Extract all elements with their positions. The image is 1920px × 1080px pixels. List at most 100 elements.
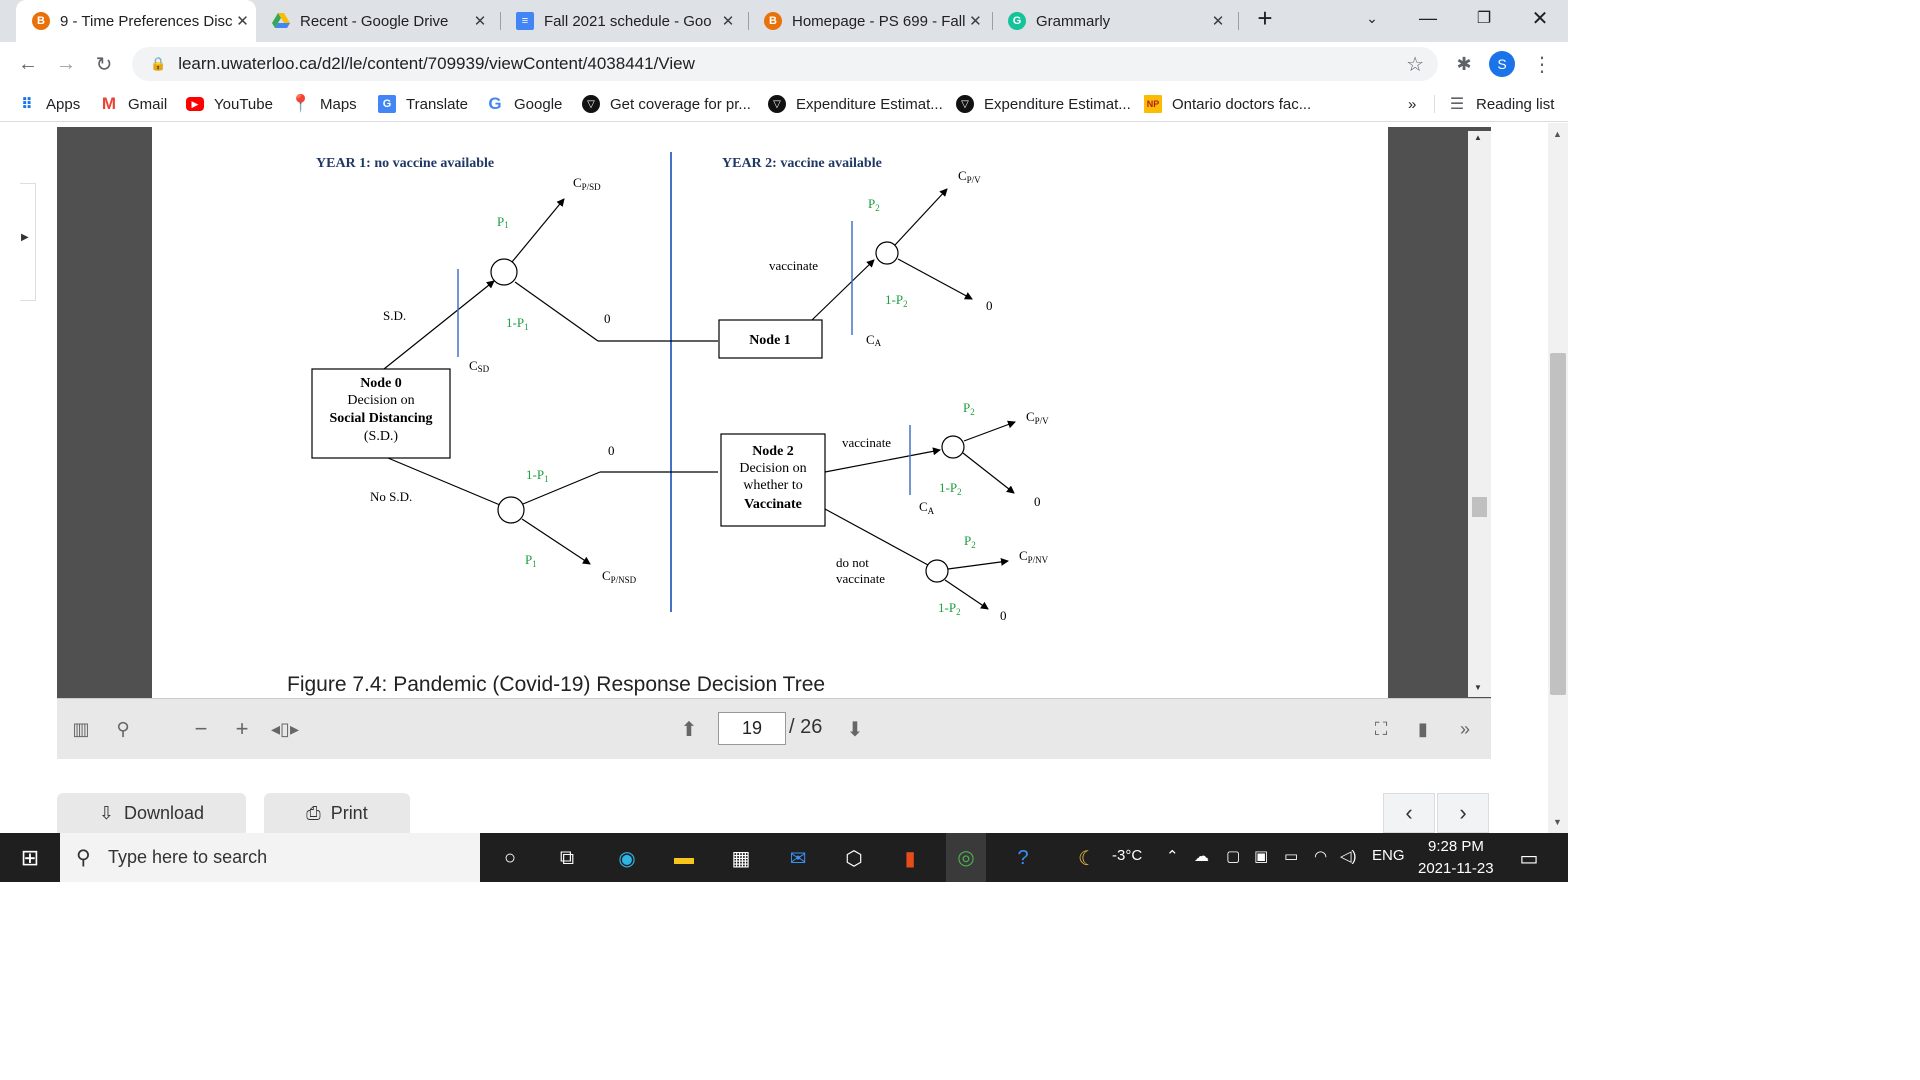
page-scrollbar[interactable]: ▲ ▼ <box>1548 123 1568 833</box>
office-icon[interactable]: ▮ <box>904 847 916 870</box>
tray-chevron-icon[interactable]: ⌃ <box>1166 848 1179 865</box>
print-button[interactable]: ⎙ Print <box>264 793 410 833</box>
cloud-download-icon: ⇩ <box>98 802 115 823</box>
more-tools-icon[interactable]: » <box>1459 718 1470 739</box>
pdf-toolbar: ▥ ⚲ − + ◂▯▸ ⬆ 19 / 26 ⬇ ⛶ ▮ » <box>57 698 1491 759</box>
tab-google-drive[interactable]: Recent - Google Drive ✕ <box>256 0 500 42</box>
address-bar[interactable]: 🔒 learn.uwaterloo.ca/d2l/le/content/7099… <box>132 47 1438 81</box>
download-button[interactable]: ⇩ Download <box>57 793 246 833</box>
page-number-input[interactable]: 19 <box>718 712 786 745</box>
bookmark-maps[interactable]: 📍 Maps <box>290 92 356 116</box>
tab-time-preferences[interactable]: B 9 - Time Preferences Disc ✕ <box>16 0 256 42</box>
store-icon[interactable]: ▦ <box>731 847 751 870</box>
tab-separator <box>1238 12 1239 30</box>
1-p2-label-1: 1-P2 <box>885 292 908 309</box>
next-page-arrow-icon[interactable]: ⬇ <box>846 718 864 741</box>
bookmark-google[interactable]: G Google <box>486 92 562 116</box>
close-icon[interactable]: ✕ <box>969 13 982 30</box>
volume-icon[interactable]: ◁) <box>1340 848 1357 865</box>
close-icon[interactable]: ✕ <box>1211 13 1225 30</box>
pdf-viewer: YEAR 1: no vaccine available YEAR 2: vac… <box>57 127 1491 759</box>
tab-fall-schedule[interactable]: ≡ Fall 2021 schedule - Goo ✕ <box>500 0 748 42</box>
temperature[interactable]: -3°C <box>1112 847 1143 864</box>
node0-line3: Social Distancing <box>329 411 432 426</box>
close-icon[interactable]: ✕ <box>721 13 735 30</box>
taskbar-search-input[interactable]: ⚲ Type here to search <box>60 833 480 882</box>
previous-button[interactable]: ‹ <box>1383 793 1435 833</box>
bookmark-star-icon[interactable]: ☆ <box>1406 54 1424 76</box>
tab-homepage[interactable]: B Homepage - PS 699 - Fall ✕ <box>748 0 992 42</box>
pdf-scrollbar[interactable]: ▲ ▼ <box>1468 131 1491 697</box>
sidebar-toggle-icon[interactable]: ▥ <box>72 718 90 739</box>
bookmarks-overflow-button[interactable]: » <box>1408 92 1416 116</box>
display-icon[interactable]: ▣ <box>1254 848 1269 865</box>
google-icon: G <box>488 94 502 113</box>
bookmark-translate[interactable]: G Translate <box>378 92 468 116</box>
language-indicator[interactable]: ENG <box>1372 847 1405 864</box>
zoom-in-button[interactable]: + <box>235 716 249 741</box>
fit-width-icon[interactable]: ◂▯▸ <box>271 718 299 739</box>
profile-avatar[interactable]: S <box>1488 50 1516 78</box>
p1-label-top: P1 <box>497 214 509 230</box>
zero-label-bottom: 0 <box>608 443 615 458</box>
search-icon[interactable]: ⚲ <box>116 718 130 739</box>
page-scroll-thumb[interactable] <box>1550 353 1566 695</box>
close-icon[interactable]: ✕ <box>236 13 249 30</box>
onedrive-icon[interactable]: ☁ <box>1194 848 1209 865</box>
restore-button[interactable]: ❐ <box>1476 10 1492 27</box>
scroll-down-icon[interactable]: ▼ <box>1474 683 1482 692</box>
cortana-icon[interactable]: ○ <box>503 846 517 869</box>
clock-time[interactable]: 9:28 PM <box>1428 838 1484 855</box>
back-button[interactable]: ← <box>18 52 38 75</box>
mail-icon[interactable]: ✉ <box>789 847 807 870</box>
reload-button[interactable]: ↻ <box>95 53 113 76</box>
task-view-icon[interactable]: ⧉ <box>559 846 575 869</box>
chrome-icon[interactable]: ◎ <box>946 833 986 882</box>
new-tab-button[interactable]: + <box>1257 2 1273 33</box>
bookmark-expenditure-1[interactable]: ▽ Expenditure Estimat... <box>768 92 943 116</box>
wifi-icon[interactable]: ◠ <box>1314 848 1328 865</box>
tab-search-icon[interactable]: ⌄ <box>1366 9 1378 26</box>
scroll-up-icon[interactable]: ▲ <box>1553 129 1562 139</box>
app-icon[interactable]: ⬡ <box>845 847 863 870</box>
node2-box <box>720 433 826 527</box>
nosd-branch <box>387 457 501 506</box>
tab-grammarly[interactable]: G Grammarly ✕ <box>992 0 1238 42</box>
tab-title: Fall 2021 schedule - Goo <box>544 12 712 30</box>
p1-label-bottom: P1 <box>525 552 537 569</box>
windows-start-icon[interactable]: ⊞ <box>20 845 40 870</box>
sidebar-toggle[interactable]: ▶ <box>20 183 36 301</box>
bookmark-apps[interactable]: ⠿ Apps <box>18 92 80 116</box>
download-icon[interactable]: ▮ <box>1418 718 1428 739</box>
close-icon[interactable]: ✕ <box>473 13 487 30</box>
forward-button[interactable]: → <box>56 52 76 75</box>
moon-weather-icon[interactable]: ☾ <box>1078 847 1096 870</box>
next-button[interactable]: › <box>1437 793 1489 833</box>
bookmark-ontario-doctors[interactable]: NP Ontario doctors fac... <box>1144 92 1311 116</box>
scroll-up-icon[interactable]: ▲ <box>1474 133 1482 142</box>
bookmark-expenditure-2[interactable]: ▽ Expenditure Estimat... <box>956 92 1131 116</box>
zoom-out-button[interactable]: − <box>194 716 208 741</box>
prev-page-arrow-icon[interactable]: ⬆ <box>680 718 698 741</box>
pdf-scroll-thumb[interactable] <box>1472 497 1487 517</box>
bookmark-youtube[interactable]: ▶ YouTube <box>186 92 273 116</box>
edge-icon[interactable]: ◉ <box>618 847 636 870</box>
extensions-icon[interactable]: ✱ <box>1456 53 1472 74</box>
bookmark-gmail[interactable]: M Gmail <box>100 92 167 116</box>
file-explorer-icon[interactable]: ▬ <box>674 846 694 869</box>
meet-now-icon[interactable]: ▢ <box>1226 848 1241 865</box>
minimize-button[interactable]: — <box>1419 7 1437 28</box>
battery-icon[interactable]: ▭ <box>1284 848 1299 865</box>
cpnv-label: CP/NV <box>1019 548 1049 565</box>
clock-date[interactable]: 2021-11-23 <box>1418 860 1494 877</box>
close-window-button[interactable]: ✕ <box>1531 7 1549 30</box>
fullscreen-icon[interactable]: ⛶ <box>1374 718 1388 739</box>
search-icon: ⚲ <box>76 847 91 869</box>
help-icon[interactable]: ? <box>1017 846 1029 869</box>
menu-icon[interactable]: ⋮ <box>1532 53 1552 76</box>
lock-icon[interactable]: 🔒 <box>150 56 167 71</box>
notifications-icon[interactable]: ▭ <box>1519 847 1539 870</box>
scroll-down-icon[interactable]: ▼ <box>1553 817 1562 827</box>
bookmark-coverage[interactable]: ▽ Get coverage for pr... <box>582 92 751 116</box>
reading-list-button[interactable]: ☰ Reading list <box>1448 92 1555 116</box>
